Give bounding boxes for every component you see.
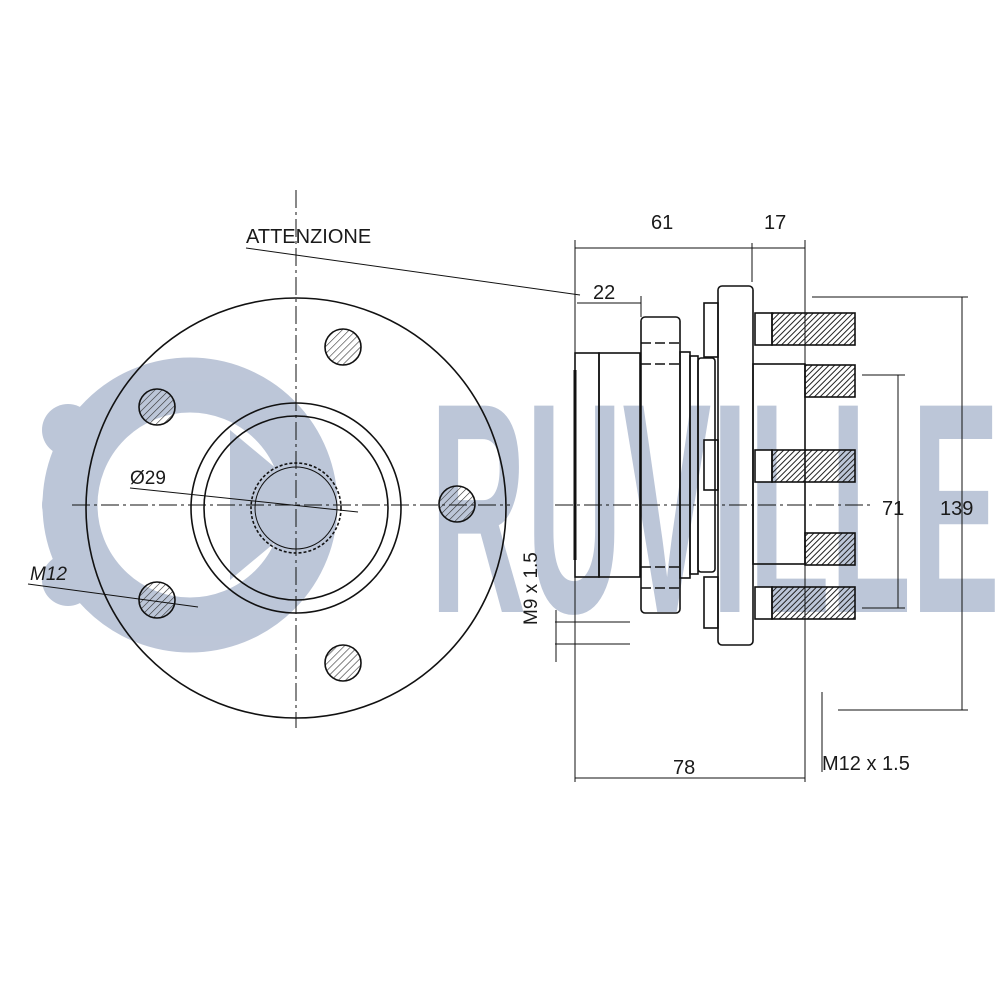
wheel-studs	[754, 312, 856, 620]
sensor-thread-label: M9 x 1.5	[521, 552, 542, 625]
front-view: Ø29 M12	[27, 190, 510, 728]
bolt-hole	[138, 388, 176, 426]
bolt-hole	[324, 644, 362, 682]
bolt-thread-label: M12	[30, 564, 67, 585]
bore-diameter-label: Ø29	[130, 468, 166, 489]
side-view: 61 17 22 78 71 139 M12 x 1.5 M9 x 1.5	[521, 212, 973, 782]
bolt-hole	[138, 581, 176, 619]
wheel-stud	[771, 586, 856, 620]
wheel-stud	[804, 364, 856, 398]
dim-pilot-diameter: 71	[882, 498, 904, 520]
bolt-hole	[324, 328, 362, 366]
flange-outline	[85, 297, 507, 719]
wheel-stud	[804, 532, 856, 566]
dim-flange-diameter: 139	[940, 498, 973, 520]
dim-total-length: 78	[673, 757, 695, 779]
wheel-stud	[771, 312, 856, 346]
dim-housing-step: 22	[593, 282, 615, 304]
dim-hub-length: 61	[651, 212, 673, 234]
dim-flange-to-stud: 17	[764, 212, 786, 234]
bolt-hole	[438, 485, 476, 523]
attention-label: ATTENZIONE	[246, 226, 371, 248]
wheel-stud	[771, 449, 856, 483]
bolt-holes	[138, 328, 476, 682]
stud-thread-label: M12 x 1.5	[822, 753, 910, 775]
